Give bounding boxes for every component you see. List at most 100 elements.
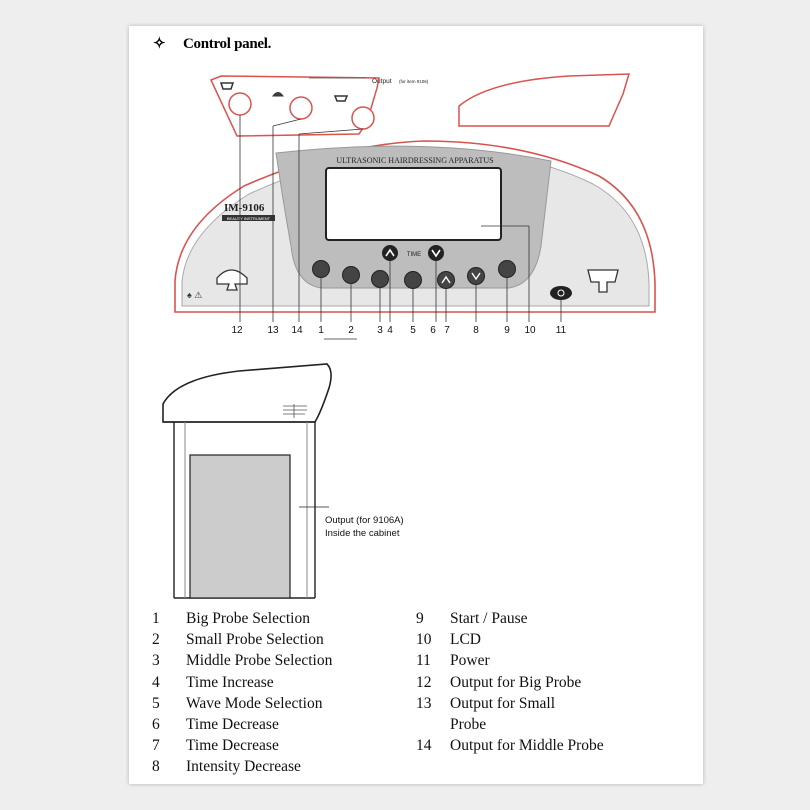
time-decrease-button [437,271,455,289]
legend-label: Start / Pause [450,610,528,627]
callout-8: 8 [473,325,479,336]
manual-page: ✧ Control panel. Output (for item 9106) U… [129,26,703,784]
power-button [550,286,572,300]
legend-number: 5 [152,694,160,712]
callout-9: 9 [504,325,510,336]
legend-item: 8 Intensity Decrease [152,756,332,777]
legend-label: Output for Middle Probe [450,737,604,755]
legend-label: Middle Probe Selection [186,652,333,670]
legend-number: 1 [152,610,160,627]
legend-item: 13 Output for Small Probe [416,693,640,735]
legend-label: Time Decrease [186,737,279,755]
star-bullet-icon: ✧ [153,36,166,52]
callout-4: 4 [387,325,393,336]
cabinet-output-line2: Inside the cabinet [325,528,400,539]
cabinet-vent-icon [283,404,307,418]
small-probe-button [342,266,360,284]
control-panel-diagram: Output (for item 9106) ULTRASONIC HAIRDR… [162,73,656,599]
legend-number: 6 [152,715,160,733]
lcd-screen [325,167,502,241]
cabinet-output-line1: Output (for 9106A) [325,515,404,526]
brand-strip-text: BEAUTY INSTRUMENT [227,216,271,221]
big-probe-output-socket [228,92,252,116]
section-heading: ✧ Control panel. [153,34,271,53]
callout-leaders [239,115,562,340]
legend-number: 9 [416,610,424,627]
legend-label: Output for Big Probe [450,673,582,691]
legend-item: 11 Power [416,650,640,671]
middle-probe-output-socket [351,106,375,130]
left-probe-holder-icon [216,269,248,291]
callout-6: 6 [430,325,436,336]
accessory-tray [458,73,631,127]
legend-item: 5 Wave Mode Selection [152,693,332,714]
legend-number: 4 [152,673,160,691]
chevron-down-icon [471,272,481,281]
callout-1: 1 [318,325,324,336]
legend-label: Output for Small Probe [450,694,556,733]
right-probe-holder-icon [587,269,619,293]
legend-number: 7 [152,737,160,755]
legend-number: 8 [152,758,160,776]
callout-13: 13 [267,325,279,336]
chevron-up-icon [385,248,395,257]
power-icon [557,289,565,297]
chevron-up-icon [441,275,451,284]
legend-label: Wave Mode Selection [186,694,323,712]
legend-item: 4 Time Increase [152,672,332,693]
wave-mode-button [404,271,422,289]
warning-icon: ♠ ⚠ [187,290,202,300]
small-probe-icon [272,92,284,97]
legend-label: Time Increase [186,673,274,691]
callout-2: 2 [348,325,354,336]
time-label: TIME [407,252,421,258]
start-pause-button [498,260,516,278]
legend-number: 14 [416,737,432,755]
legend-number: 3 [152,652,160,670]
cabinet-side-view: Output (for 9106A) Inside the cabinet [162,363,404,599]
callout-numbers: 12 13 14 1 2 3 4 5 6 7 8 9 10 11 [231,325,566,336]
intensity-decrease-button [467,267,485,285]
output-note: (for item 9106) [399,79,429,84]
callout-10: 10 [524,325,536,336]
callout-5: 5 [410,325,416,336]
middle-probe-icon [333,95,349,102]
legend-item: 9 Start / Pause [416,608,640,629]
legend-label: Big Probe Selection [186,610,310,627]
legend-item: 12 Output for Big Probe [416,672,640,693]
chevron-down-icon [431,249,441,258]
legend-label: Power [450,652,490,670]
small-probe-output-socket [289,96,313,120]
big-probe-button [312,260,330,278]
middle-probe-button [371,270,389,288]
time-up-button-top [382,245,398,261]
callout-7: 7 [444,325,450,336]
callout-14: 14 [291,325,303,336]
legend-item: 1 Big Probe Selection [152,608,332,629]
legend-item: 14 Output for Middle Probe [416,735,640,756]
big-probe-icon [219,82,235,90]
time-down-button-top [428,245,444,261]
cabinet-inner-output [189,454,291,599]
legend-number: 13 [416,694,432,712]
button-row [312,260,572,300]
section-title: Control panel. [183,36,272,52]
brand-strip [222,215,275,221]
apparatus-title: ULTRASONIC HAIRDRESSING APPARATUS [336,156,493,165]
model-label: IM-9106 [224,202,265,214]
callout-3: 3 [377,325,383,336]
legend-label: Intensity Decrease [186,758,301,776]
callout-12: 12 [231,325,243,336]
legend-item: 3 Middle Probe Selection [152,650,332,671]
legend-number: 12 [416,673,432,691]
output-label: Output [372,78,392,85]
legend-number: 2 [152,631,160,649]
legend-number: 11 [416,652,431,670]
legend-item: 7 Time Decrease [152,735,332,756]
legend-number: 10 [416,631,432,649]
